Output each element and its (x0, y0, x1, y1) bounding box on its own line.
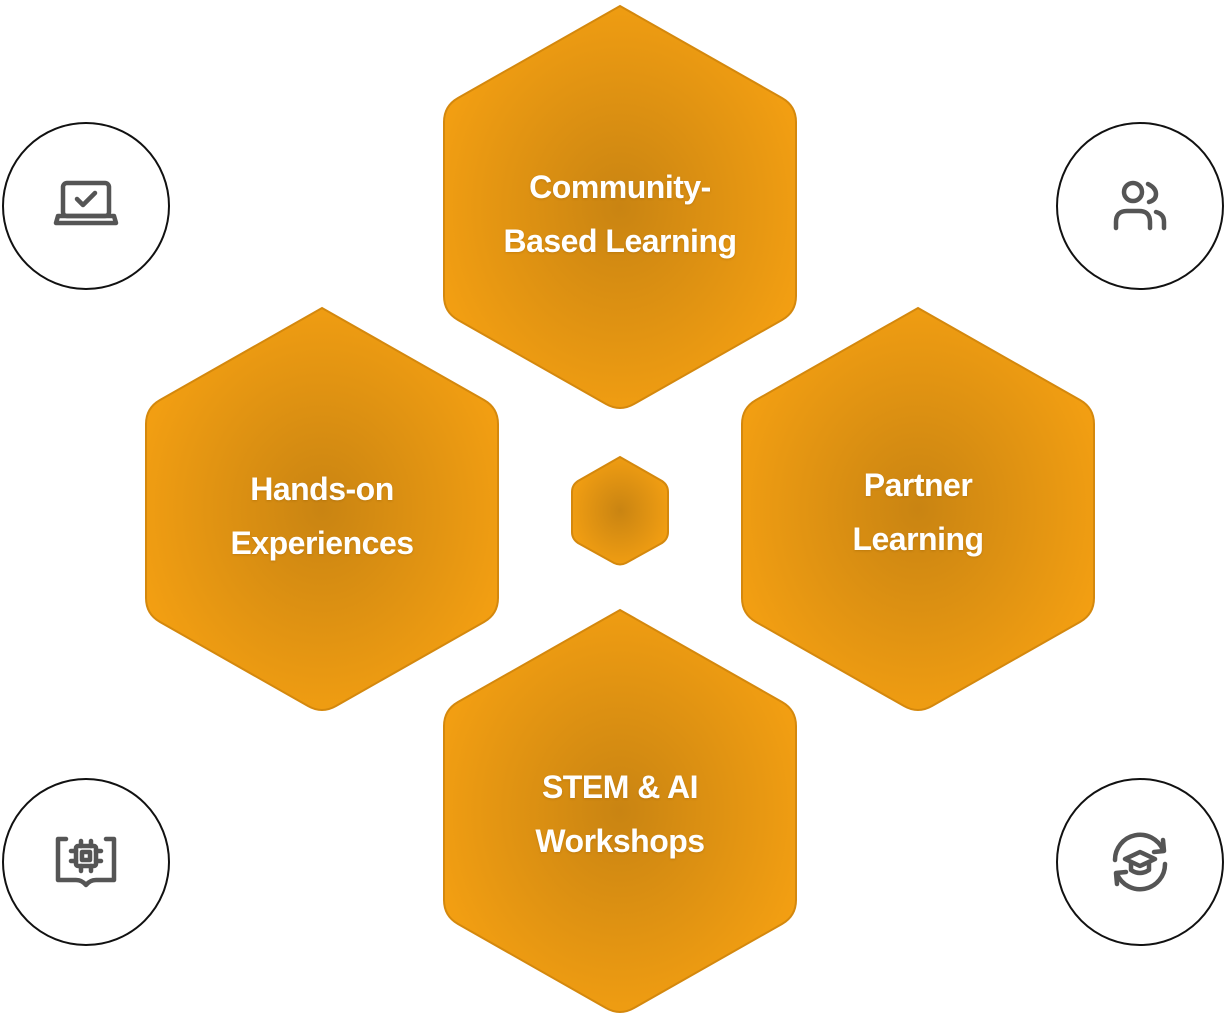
hexagon-label-left: Hands-on Experiences (182, 462, 462, 570)
hexagon-label-line: Based Learning (503, 223, 737, 259)
graduation-refresh-circle (1056, 778, 1224, 946)
hexagon-label-line: Experiences (230, 525, 414, 561)
hexagon-stem-ai-workshops (443, 608, 797, 1013)
hexagon-label-line: STEM & AI (541, 769, 699, 805)
hexagon-center (571, 455, 669, 566)
chip-book-icon (55, 836, 117, 888)
laptop-check-circle (2, 122, 170, 290)
hexagon-label-top: Community- Based Learning (480, 160, 760, 268)
hexagon-label-line: Partner (863, 467, 973, 503)
chip-book-circle (2, 778, 170, 946)
users-circle (1056, 122, 1224, 290)
hexagon-label-line: Workshops (535, 823, 705, 859)
hexagon-label-line: Learning (852, 521, 984, 557)
users-icon (1113, 180, 1167, 231)
hexagon-label-right: Partner Learning (778, 458, 1058, 566)
hexagon-label-line: Hands-on (250, 471, 394, 507)
hexagon-label-line: Community- (529, 169, 711, 205)
graduation-cap-refresh-icon (1112, 832, 1168, 892)
laptop-check-icon (53, 180, 119, 226)
hexagon-hands-on-experiences (145, 306, 499, 711)
hexagon-label-bottom: STEM & AI Workshops (480, 760, 760, 868)
hexagon-partner-learning (741, 306, 1095, 711)
hexagon-community-based-learning (443, 4, 797, 409)
